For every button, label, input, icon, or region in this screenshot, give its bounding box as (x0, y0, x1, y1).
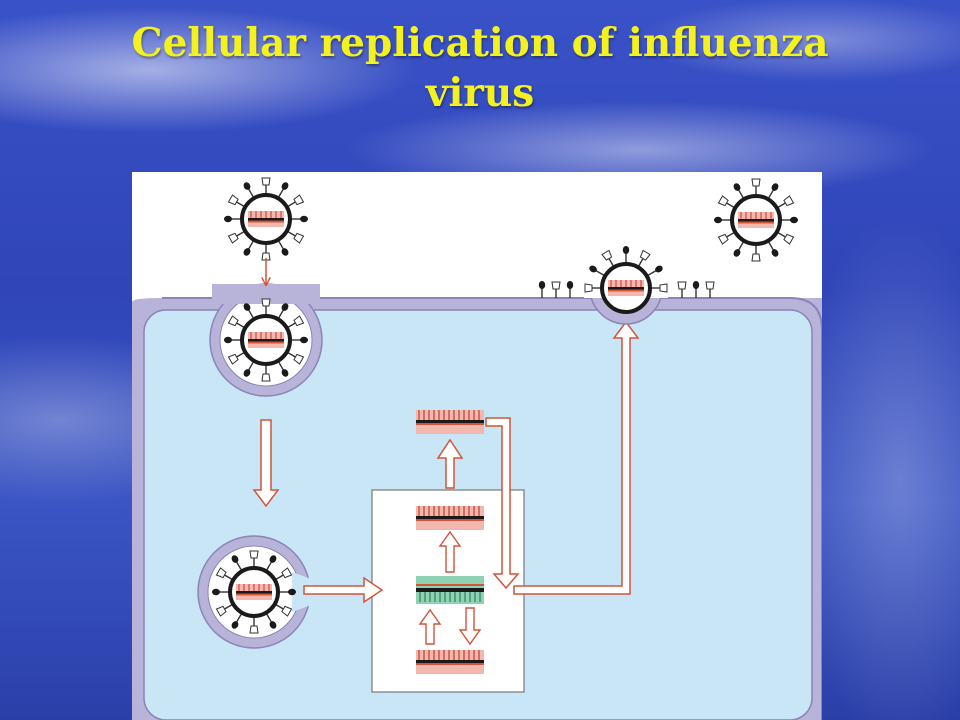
replication-diagram (132, 172, 822, 720)
rna-segment-icon (415, 505, 485, 531)
virion-icon (224, 178, 308, 260)
arrow-icon (458, 607, 482, 646)
rna-segment-icon (416, 576, 484, 604)
virion-icon (714, 179, 798, 261)
arrow-icon (436, 438, 464, 489)
diagram-svg (132, 172, 822, 720)
arrow-icon (303, 576, 384, 604)
title-line-1: Cellular replication of influenza (131, 20, 829, 66)
arrow-icon (438, 530, 462, 573)
budding-site (538, 245, 715, 325)
rna-segment-icon (415, 649, 485, 675)
arrow-icon (513, 320, 640, 595)
arrow-icon (418, 608, 442, 645)
endosome (197, 535, 314, 649)
arrow-icon (252, 419, 280, 508)
title-line-2: virus (425, 70, 535, 116)
endocytosis-pit (209, 283, 323, 397)
arrow-icon (485, 417, 520, 590)
slide-title: Cellular replication of influenza virus (0, 18, 960, 118)
rna-segment-icon (415, 409, 485, 435)
